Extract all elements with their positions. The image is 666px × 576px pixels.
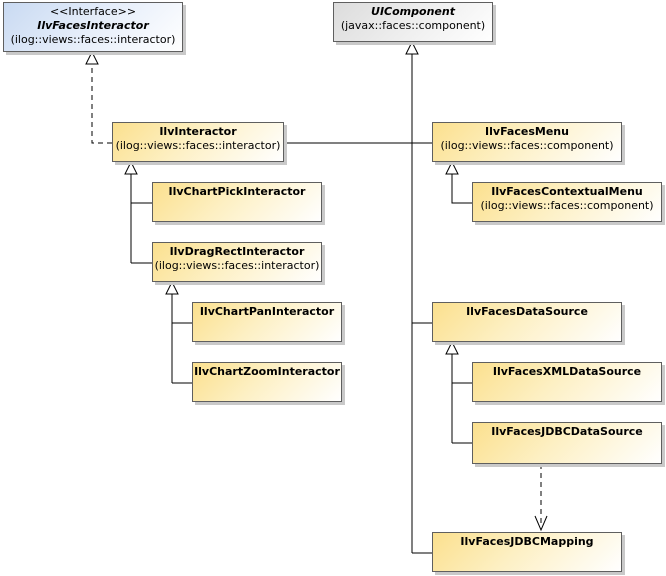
class-ilv-faces-menu[interactable]: IlvFacesMenu (ilog::views::faces::compon…	[432, 122, 622, 162]
class-ilv-interactor[interactable]: IlvInteractor (ilog::views::faces::inter…	[112, 122, 284, 162]
package-label: (ilog::views::faces::component)	[440, 139, 614, 152]
class-ilv-faces-data-source[interactable]: IlvFacesDataSource	[432, 302, 622, 342]
class-name: IlvChartPanInteractor	[199, 305, 335, 318]
package-label: (ilog::views::faces::interactor)	[154, 259, 320, 272]
interactor-triangle	[124, 160, 138, 175]
class-name: IlvFacesJDBCDataSource	[491, 425, 643, 438]
class-ilv-faces-xml-data-source[interactable]: IlvFacesXMLDataSource	[472, 362, 662, 402]
class-name: IlvChartZoomInteractor	[194, 365, 340, 378]
dragrect-triangle	[165, 280, 179, 295]
class-name: IlvDragRectInteractor	[169, 245, 305, 258]
class-ilv-chart-pan-interactor[interactable]: IlvChartPanInteractor	[192, 302, 342, 342]
dependency-arrowhead	[534, 515, 548, 532]
class-name: IlvFacesInteractor	[37, 19, 149, 32]
class-ilv-faces-jdbc-data-source[interactable]: IlvFacesJDBCDataSource	[472, 422, 662, 464]
datasource-triangle	[445, 340, 459, 355]
class-ilv-faces-jdbc-mapping[interactable]: IlvFacesJDBCMapping	[432, 532, 622, 572]
class-ilv-faces-contextual-menu[interactable]: IlvFacesContextualMenu (ilog::views::fac…	[472, 182, 662, 222]
class-ilv-chart-zoom-interactor[interactable]: IlvChartZoomInteractor	[192, 362, 342, 402]
class-name: IlvInteractor	[159, 125, 237, 138]
realization-triangle	[85, 50, 99, 65]
class-name: IlvFacesDataSource	[466, 305, 588, 318]
menu-triangle	[445, 160, 459, 175]
class-name: IlvFacesJDBCMapping	[460, 535, 594, 548]
class-name: IlvFacesContextualMenu	[491, 185, 643, 198]
realization-line	[91, 64, 112, 144]
generalization-line-contextual	[451, 174, 472, 204]
class-ilv-drag-rect-interactor[interactable]: IlvDragRectInteractor (ilog::views::face…	[152, 242, 322, 282]
class-name: IlvFacesXMLDataSource	[492, 365, 642, 378]
class-name: IlvChartPickInteractor	[168, 185, 306, 198]
class-name: IlvFacesMenu	[485, 125, 569, 138]
class-ilv-faces-interactor[interactable]: <<Interface>> IlvFacesInteractor (ilog::…	[3, 2, 183, 52]
class-ui-component[interactable]: UIComponent (javax::faces::component)	[333, 2, 493, 42]
package-label: (ilog::views::faces::component)	[480, 199, 654, 212]
stereotype-label: <<Interface>>	[49, 5, 137, 18]
class-name: UIComponent	[371, 5, 455, 18]
package-label: (ilog::views::faces::interactor)	[115, 139, 281, 152]
class-ilv-chart-pick-interactor[interactable]: IlvChartPickInteractor	[152, 182, 322, 222]
uicomponent-triangle	[405, 40, 419, 55]
package-label: (javax::faces::component)	[340, 19, 486, 32]
package-label: (ilog::views::faces::interactor)	[10, 33, 176, 46]
